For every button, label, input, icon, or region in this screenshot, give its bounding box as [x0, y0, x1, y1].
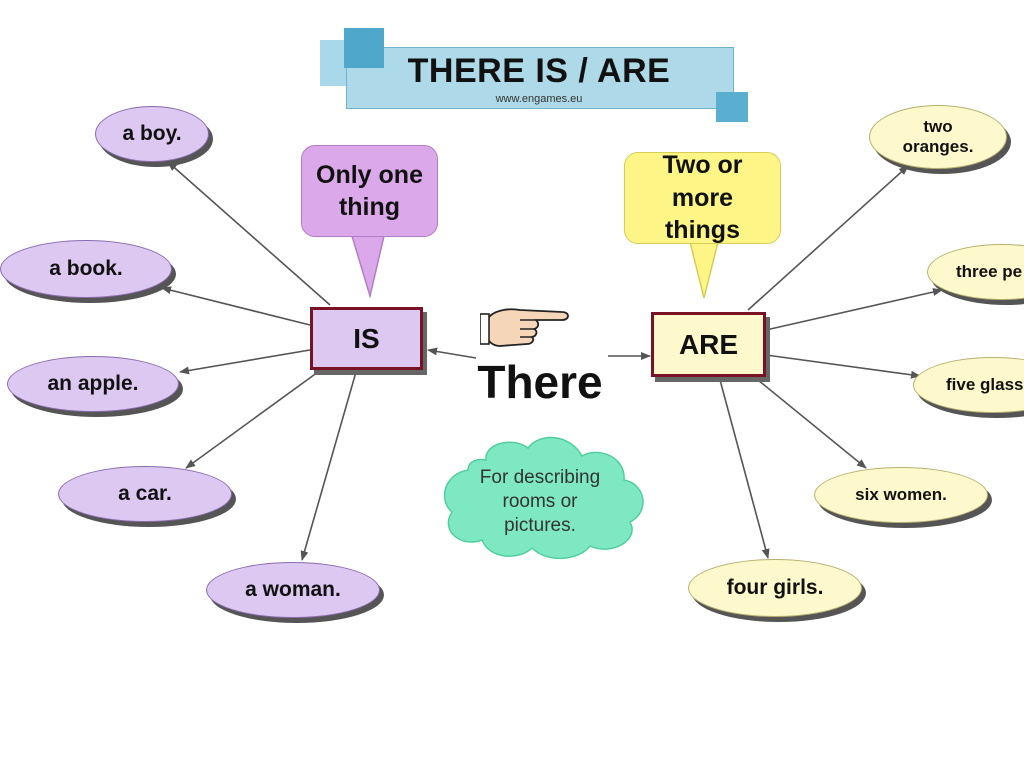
- arrow-are-to-oranges: [747, 165, 909, 311]
- arrow-is-to-apple: [179, 349, 311, 375]
- arrow-there-to-is: [427, 347, 477, 359]
- pointing-hand-icon: [480, 308, 569, 347]
- center-word: There: [477, 356, 603, 408]
- arrow-layer: [161, 161, 943, 561]
- are-node-two-oranges: two oranges.: [869, 105, 1007, 169]
- node-text: a book.: [49, 257, 123, 280]
- is-box: IS: [310, 307, 423, 370]
- node-text: a boy.: [122, 122, 182, 145]
- arrow-are-to-three: [765, 288, 943, 331]
- node-text: an apple.: [47, 372, 139, 395]
- is-node-a-woman: a woman.: [206, 562, 380, 618]
- bubble-two-tail: [689, 241, 719, 299]
- node-text: five glass: [946, 374, 1024, 394]
- arrow-is-to-car: [185, 371, 319, 469]
- website-label: www.engames.eu: [495, 93, 583, 105]
- node-text: six women.: [855, 484, 947, 504]
- arrow-is-to-boy: [167, 161, 331, 306]
- page-title: THERE IS / ARE: [407, 52, 671, 90]
- is-label: IS: [353, 322, 380, 354]
- are-box: ARE: [651, 312, 766, 377]
- node-text: three pe: [956, 261, 1023, 281]
- are-label: ARE: [678, 328, 739, 360]
- arrow-is-to-woman: [300, 371, 357, 561]
- is-node-an-apple: an apple.: [7, 356, 179, 412]
- is-node-a-book: a book.: [0, 240, 172, 298]
- are-node-six-women: six women.: [814, 467, 988, 523]
- bubble-only-one-thing: Only one thing: [301, 145, 438, 237]
- cloud-note: For describing rooms or pictures.: [479, 467, 601, 536]
- node-text: four girls.: [726, 576, 824, 600]
- title-banner: [346, 47, 734, 109]
- arrow-are-to-five: [765, 354, 921, 379]
- arrow-are-to-girls: [719, 379, 770, 559]
- node-text: a car.: [118, 482, 172, 505]
- arrow-is-to-book: [161, 286, 311, 326]
- is-node-a-car: a car.: [58, 466, 232, 522]
- node-text: a woman.: [245, 578, 341, 601]
- are-node-four-girls: four girls.: [688, 559, 862, 617]
- bubble-text: Two or more things: [662, 151, 743, 245]
- bubble-text: Only one thing: [316, 160, 423, 222]
- node-text: two oranges.: [902, 116, 974, 156]
- bubble-one-tail: [350, 235, 385, 299]
- arrow-are-to-six: [757, 379, 867, 469]
- bubble-two-or-more-things: Two or more things: [624, 151, 781, 245]
- is-node-a-boy: a boy.: [95, 106, 209, 162]
- title-decor-square: [344, 28, 384, 68]
- title-decor-square: [716, 92, 748, 122]
- cloud-shape: [443, 436, 644, 560]
